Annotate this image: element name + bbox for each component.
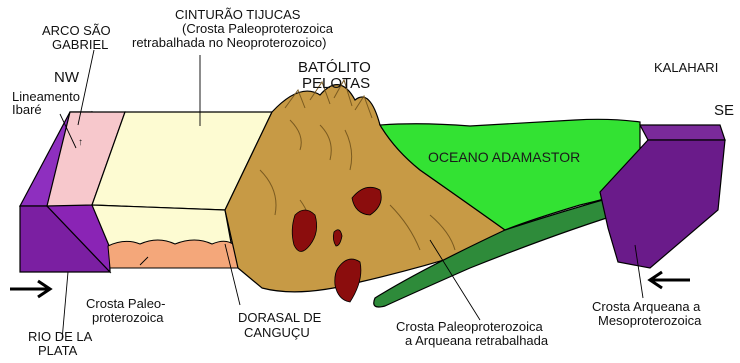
label-rio-1: RIO DE LA <box>28 330 92 344</box>
label-crosta-paleo-1: Crosta Paleo- <box>86 297 165 311</box>
label-se: SE <box>714 103 734 118</box>
label-lineamento-2: Ibaré <box>12 103 42 117</box>
ibare-arrow-glyph: ↑ <box>78 137 83 148</box>
label-crosta-arq-1: Crosta Arqueana a <box>592 300 700 314</box>
label-arco-1: ARCO SÃO <box>42 24 111 38</box>
label-cinturao-sub1: (Crosta Paleoproterozoica <box>182 22 333 36</box>
label-oceano: OCEANO ADAMASTOR <box>428 150 580 164</box>
label-batolito-1: BATÓLITO <box>298 60 371 75</box>
label-arco-2: GABRIEL <box>52 38 108 52</box>
crosta-paleo-basal-layer <box>108 240 238 268</box>
label-nw: NW <box>54 70 79 85</box>
label-crosta-arq-2: Mesoproterozoica <box>598 314 701 328</box>
label-crosta-paleo-2: proterozoica <box>92 311 164 325</box>
label-dorsal-2: CANGUÇU <box>244 326 310 340</box>
label-crosta-retrab-2: a Arqueana retrabalhada <box>405 334 548 348</box>
label-dorsal-1: DORASAL DE <box>238 311 321 325</box>
label-batolito-2: PELOTAS <box>302 76 370 91</box>
label-crosta-retrab-1: Crosta Paleoproterozoica <box>396 320 543 334</box>
left-arrow <box>10 281 50 297</box>
label-kalahari: KALAHARI <box>654 61 718 75</box>
kalahari-top-face <box>640 125 725 140</box>
label-rio-2: PLATA <box>38 344 77 358</box>
label-cinturao-sub2: retrabalhada no Neoproterozoico) <box>132 36 326 50</box>
right-arrow <box>650 272 690 288</box>
label-cinturao-title: CINTURÃO TIJUCAS <box>175 8 300 22</box>
